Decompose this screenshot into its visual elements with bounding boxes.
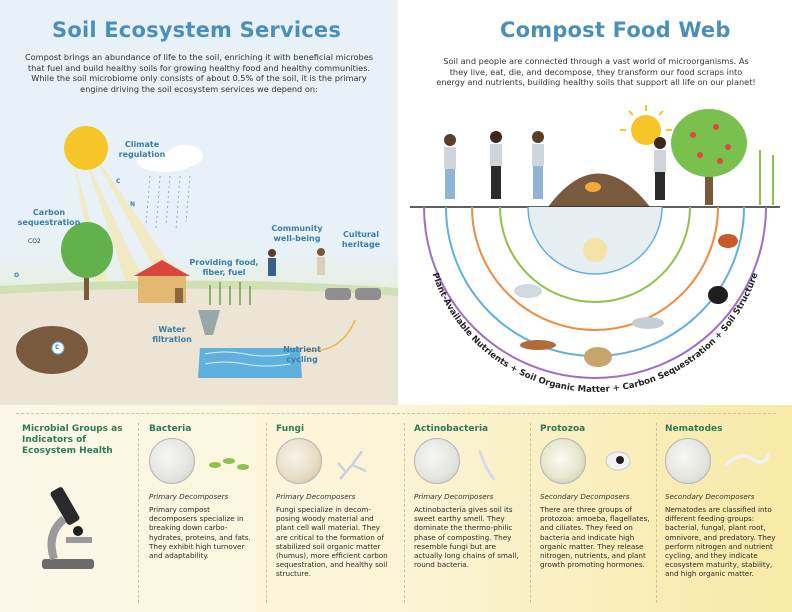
protozoa-title: Protozoa [540, 424, 586, 434]
protozoa-description: There are three groups of protozoa: amoe… [540, 505, 650, 570]
actinobacteria-role: Primary Decomposers [414, 492, 494, 501]
actinobacteria-title: Actinobacteria [414, 424, 489, 434]
protozoa-role: Secondary Decomposers [540, 492, 630, 501]
person-icon [268, 258, 276, 276]
people-group-icon [444, 131, 666, 200]
nematodes-description: Nematodes are classified into different … [665, 505, 776, 579]
microbe-icon [583, 238, 607, 262]
cultural-heritage-label: Cultural heritage [341, 230, 381, 249]
springtail-icon [514, 284, 542, 298]
oxygen-symbol-label: O [14, 272, 20, 279]
tree-icon [61, 222, 113, 278]
protozoa-image [540, 438, 586, 484]
apple-tree-icon [671, 109, 747, 177]
crop-icon [209, 282, 251, 305]
corn-icon [759, 150, 774, 205]
nematodes-image [665, 438, 711, 484]
soil-ecosystem-panel: Soil Ecosystem Services Compost brings a… [0, 0, 398, 405]
actinobacteria-image [414, 438, 460, 484]
bacteria-image [149, 438, 195, 484]
compost-food-web-intro: Soil and people are connected through a … [436, 56, 756, 88]
fungi-title: Fungi [276, 424, 305, 434]
ecosystem-illustration [0, 126, 398, 405]
community-wellbeing-label: Community well-being [271, 224, 323, 243]
compost-food-web-title: Compost Food Web [500, 18, 731, 42]
isopod-icon [632, 317, 664, 329]
snail-icon [584, 347, 612, 367]
cow-icon [325, 288, 351, 300]
soil-ecosystem-intro: Compost brings an abundance of life to t… [24, 52, 374, 94]
actinobacteria-description: Actinobacteria gives soil its sweet eart… [414, 505, 519, 570]
co2-label: CO2 [28, 238, 41, 245]
actinobacteria-icon [478, 449, 496, 481]
nematode-icon [724, 453, 770, 467]
fungi-role: Primary Decomposers [276, 492, 356, 501]
sun-icon [64, 126, 108, 170]
fungi-hyphae-icon [337, 450, 367, 480]
rain-icon [145, 175, 191, 231]
providing-food-label: Providing food, fiber, fuel [189, 258, 259, 277]
carbon-soil-symbol-label: C [55, 344, 60, 351]
centipede-icon [520, 340, 556, 350]
nitrogen-symbol-label: N [130, 201, 136, 208]
compost-food-web-panel: Compost Food Web Soil and people are con… [398, 0, 792, 405]
bacteria-role: Primary Decomposers [149, 492, 229, 501]
nutrient-cycling-label: Nutrient cycling [283, 345, 321, 364]
ring-purple [423, 206, 767, 379]
protozoa-icon [605, 451, 631, 471]
microscope-icon [42, 487, 94, 569]
sun-icon [631, 115, 661, 145]
filter-funnel-icon [198, 310, 220, 335]
nematodes-title: Nematodes [665, 424, 723, 434]
fungi-image [276, 438, 322, 484]
carbon-sequestration-label: Carbon sequestration [17, 208, 81, 227]
top-divider [16, 413, 776, 414]
ring-green [499, 206, 691, 303]
microbial-groups-panel: Microbial Groups as Indicators of Ecosys… [0, 405, 792, 612]
bacteria-icon [209, 458, 249, 470]
carbon-symbol-label: C [116, 178, 121, 185]
mite-icon [718, 234, 738, 248]
climate-regulation-label: Climate regulation [118, 140, 166, 159]
food-web-illustration: Plant-Available Nutrients + Soil Organic… [410, 105, 780, 395]
beetle-icon [708, 286, 728, 304]
bacteria-title: Bacteria [149, 424, 192, 434]
soil-ecosystem-title: Soil Ecosystem Services [52, 18, 342, 42]
fungi-description: Fungi specialize in decom-posing woody m… [276, 505, 388, 579]
bacteria-description: Primary compost decomposers specialize i… [149, 505, 251, 561]
ring-orange [471, 206, 719, 331]
microbial-groups-heading: Microbial Groups as Indicators of Ecosys… [22, 424, 123, 456]
water-filtration-label: Water filtration [152, 325, 192, 344]
nematodes-role: Secondary Decomposers [665, 492, 755, 501]
